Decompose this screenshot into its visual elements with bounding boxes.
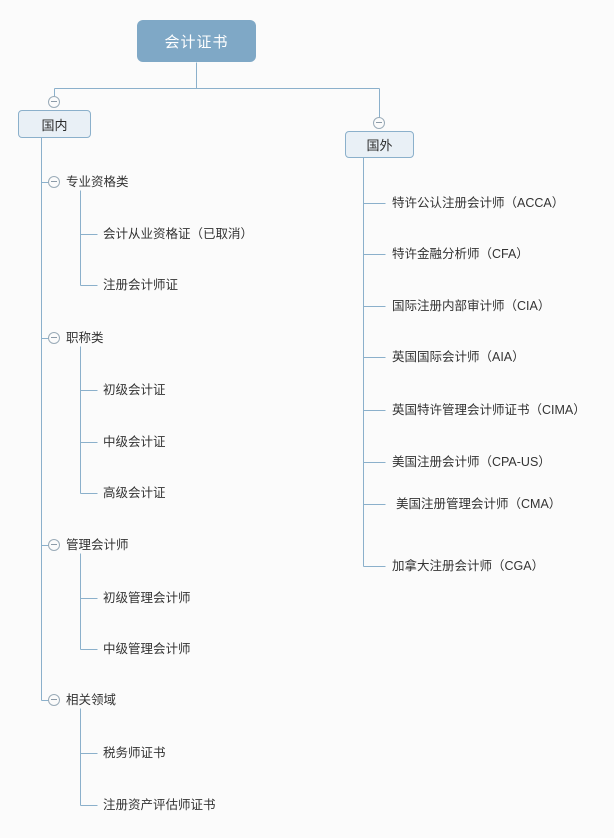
category-management-accountant[interactable]: 管理会计师: [66, 539, 129, 552]
leaf-label: 初级管理会计师: [103, 591, 191, 605]
root-node[interactable]: 会计证书: [137, 20, 256, 62]
leaf-cpa-us[interactable]: 美国注册会计师（CPA-US）: [392, 456, 551, 469]
root-node-label: 会计证书: [164, 33, 229, 51]
category-label: 管理会计师: [66, 538, 129, 552]
leaf-cga[interactable]: 加拿大注册会计师（CGA）: [392, 560, 544, 573]
leaf-cia[interactable]: 国际注册内部审计师（CIA）: [392, 300, 550, 313]
leaf-label: 加拿大注册会计师（CGA）: [392, 559, 545, 573]
leaf-intermediate-management-accountant[interactable]: 中级管理会计师: [103, 643, 191, 656]
leaf-label: 高级会计证: [103, 486, 166, 500]
leaf-label: 美国注册会计师（CPA-US）: [392, 455, 551, 469]
leaf-label: 税务师证书: [103, 746, 166, 760]
leaf-cfa[interactable]: 特许金融分析师（CFA）: [392, 248, 529, 261]
leaf-label: 会计从业资格证（已取消）: [103, 227, 254, 241]
leaf-label: 注册会计师证: [103, 278, 179, 292]
leaf-label: 美国注册管理会计师（CMA）: [396, 497, 562, 511]
branch-node-overseas[interactable]: 国外: [345, 131, 414, 158]
leaf-label: 注册资产评估师证书: [103, 798, 216, 812]
leaf-label: 英国特许管理会计师证书（CIMA）: [392, 403, 586, 417]
category-professional-qualification[interactable]: 专业资格类: [66, 176, 129, 189]
leaf-acca[interactable]: 特许公认注册会计师（ACCA）: [392, 197, 564, 210]
category-label: 职称类: [66, 331, 104, 345]
toggle-overseas[interactable]: [373, 117, 385, 129]
toggle-title-class[interactable]: [48, 332, 60, 344]
leaf-tax-accountant-cert[interactable]: 税务师证书: [103, 747, 166, 760]
toggle-domestic[interactable]: [48, 96, 60, 108]
leaf-senior-accounting-cert[interactable]: 高级会计证: [103, 487, 166, 500]
leaf-label: 中级会计证: [103, 435, 166, 449]
leaf-junior-management-accountant[interactable]: 初级管理会计师: [103, 592, 191, 605]
leaf-intermediate-accounting-cert[interactable]: 中级会计证: [103, 436, 166, 449]
branch-node-domestic-label: 国内: [41, 117, 68, 133]
toggle-related-fields[interactable]: [48, 694, 60, 706]
category-title-class[interactable]: 职称类: [66, 332, 104, 345]
branch-node-overseas-label: 国外: [366, 138, 393, 153]
leaf-asset-appraiser-cert[interactable]: 注册资产评估师证书: [103, 799, 216, 812]
leaf-label: 中级管理会计师: [103, 642, 191, 656]
leaf-label: 英国国际会计师（AIA）: [392, 350, 525, 364]
leaf-label: 特许公认注册会计师（ACCA）: [392, 196, 565, 210]
leaf-aia[interactable]: 英国国际会计师（AIA）: [392, 351, 525, 364]
category-related-fields[interactable]: 相关领域: [66, 694, 116, 707]
toggle-management-accountant[interactable]: [48, 539, 60, 551]
leaf-cma[interactable]: 美国注册管理会计师（CMA）: [396, 498, 561, 511]
leaf-accounting-practice-cert[interactable]: 会计从业资格证（已取消）: [103, 228, 253, 241]
category-label: 专业资格类: [66, 175, 129, 189]
leaf-cpa-cert[interactable]: 注册会计师证: [103, 279, 178, 292]
leaf-junior-accounting-cert[interactable]: 初级会计证: [103, 384, 166, 397]
leaf-label: 国际注册内部审计师（CIA）: [392, 299, 551, 313]
branch-node-domestic[interactable]: 国内: [18, 110, 91, 138]
leaf-label: 特许金融分析师（CFA）: [392, 247, 529, 261]
leaf-cima[interactable]: 英国特许管理会计师证书（CIMA）: [392, 404, 586, 417]
category-label: 相关领域: [66, 693, 117, 707]
toggle-professional-qualification[interactable]: [48, 176, 60, 188]
leaf-label: 初级会计证: [103, 383, 166, 397]
